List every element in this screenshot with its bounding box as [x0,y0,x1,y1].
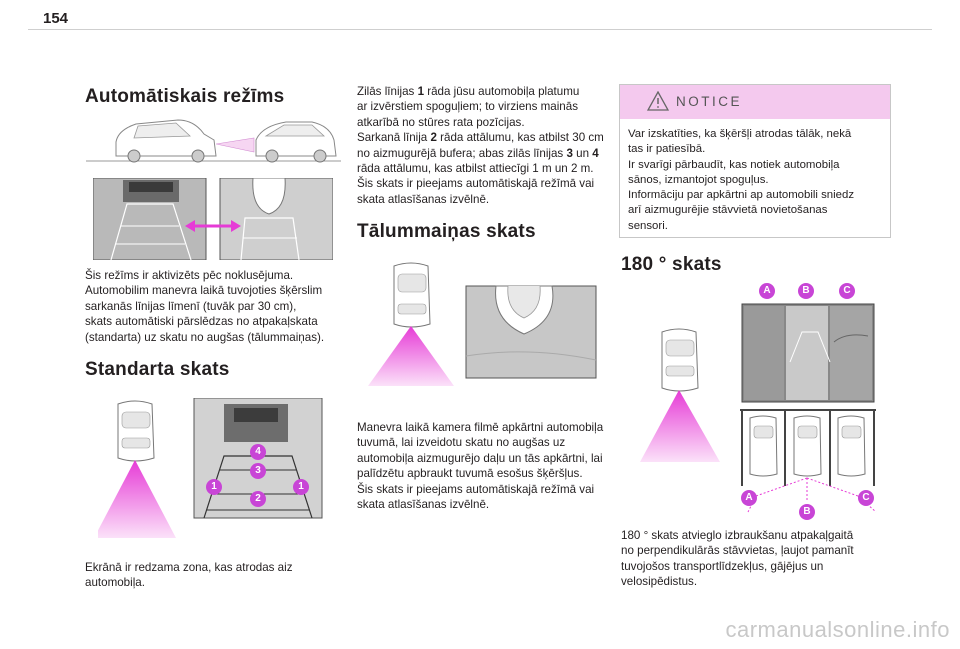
heading-automatic-mode: Automātiskais režīms [85,86,285,107]
lines-text-line: Zilās līnijas 1 rāda jūsu automobiļa pla… [357,84,619,99]
lines-text-bold: 4 [592,146,599,160]
lines-text-line: Sarkanā līnija 2 rāda attālumu, kas atbi… [357,130,619,145]
lines-text-pre: Zilās līnijas [357,85,418,98]
lines-text-pre: Šis skats ir pieejams automātiskajā režī… [357,177,595,191]
zoom-text-line: automobiļa aizmugurējo daļu un tās apkār… [357,451,603,465]
view-180-text-line: no perpendikulārās stāvvietas, ļaujot pa… [621,544,854,558]
heading-180-view: 180 ° skats [621,254,722,275]
view-180-illustration [640,303,877,513]
notice-text-line: Ir svarīgi pārbaudīt, kas notiek automob… [628,158,840,171]
badge-3: 3 [250,463,266,479]
view-180-text-line: tuvojošos transportlīdzekļus, gājējus un [621,559,824,573]
cars-approach-illustration [86,119,341,163]
notice-text-line: Informāciju par apkārtni ap automobili s… [628,189,855,202]
lines-text-bold: 1 [417,85,425,98]
badge-c-bottom: C [858,490,874,506]
view-180-text: 180 ° skats atvieglo izbraukšanu atpakaļ… [621,528,891,590]
view-180-text-line: velosipēdistus. [621,575,698,589]
badge-a-top: A [759,283,775,299]
auto-text-line: Automobilim manevra laikā tuvojoties šķē… [85,284,323,298]
notice-title: NOTICE [676,94,743,109]
auto-text-line: Šis režīms ir aktivizēts pēc noklusējuma… [85,269,294,282]
lines-text-line: Šis skats ir pieejams automātiskajā režī… [357,176,619,191]
view-180-text-line: 180 ° skats atvieglo izbraukšanu atpakaļ… [621,529,854,542]
notice-box: NOTICE Var izskatīties, ka šķēršļi atrod… [619,84,891,238]
lines-text-pre: no aizmugurējā bufera; abas zilās līnija… [357,146,567,160]
auto-text-line: (standarta) uz skatu no augšas (tālummai… [85,330,325,344]
notice-header: NOTICE [620,85,890,119]
notice-text-line: tas ir patiesībā. [628,143,706,156]
badge-c-top: C [839,283,855,299]
lines-text-line: rāda attālumu, kas atbilst attiecīgi 1 m… [357,161,619,176]
page-number: 154 [43,10,69,27]
zoom-view-text: Manevra laikā kamera filmē apkārtni auto… [357,420,619,512]
lines-text-bold: 2 [430,131,437,145]
auto-mode-text: Šis režīms ir aktivizēts pēc noklusējuma… [85,268,345,345]
notice-text-line: sānos, izmantojot spoguļus. [628,173,769,186]
lines-text-pre: rāda attālumu, kas atbilst attiecīgi 1 m… [357,162,594,176]
badge-b-bottom: B [799,504,815,520]
heading-standard-view: Standarta skats [85,359,230,380]
standard-view-text: Ekrānā ir redzama zona, kas atrodas aiz … [85,560,345,591]
auto-text-line: sarkanās līnijas līmenī (tuvāk par 30 cm… [85,299,297,313]
auto-mode-screens [93,178,333,260]
zoom-view-illustration [368,262,597,386]
warning-icon [647,91,669,111]
standard-text-line: automobiļa. [85,576,145,590]
zoom-text-line: Manevra laikā kamera filmē apkārtni auto… [357,421,604,434]
badge-4: 4 [250,444,266,460]
lines-text-post: rāda jūsu automobiļa platumu [424,85,580,98]
badge-2: 2 [250,491,266,507]
badge-1-left: 1 [206,479,222,495]
top-rule [28,29,932,30]
badge-a-bottom: A [741,490,757,506]
lines-text-post: rāda attālumu, kas atbilst 30 cm [436,131,604,145]
zoom-text-line: palīdzētu apbraukt tuvumā esošus šķēršļu… [357,467,583,481]
lines-text-line: no aizmugurējā bufera; abas zilās līnija… [357,146,619,161]
lines-text-line: atkarībā no stūres rata pozīcijas. [357,115,619,130]
lines-text-pre: skata atlasīšanas izvēlnē. [357,192,490,206]
heading-zoom-view: Tālummaiņas skats [357,221,536,242]
lines-text-pre: Sarkanā līnija [357,131,431,145]
lines-text-bold: 3 [566,146,573,160]
zoom-text-line: tuvumā, lai izveidotu skatu no augšas uz [357,436,566,450]
lines-text-line: skata atlasīšanas izvēlnē. [357,192,619,207]
badge-b-top: B [798,283,814,299]
watermark: carmanualsonline.info [725,617,950,642]
lines-text-post: un [572,146,593,160]
guide-lines-text: Zilās līnijas 1 rāda jūsu automobiļa pla… [357,84,619,207]
lines-text-pre: ar izvērstiem spoguļiem; to virziens mai… [357,100,579,114]
standard-text-line: Ekrānā ir redzama zona, kas atrodas aiz [85,561,293,574]
lines-text-pre: atkarībā no stūres rata pozīcijas. [357,115,525,129]
notice-text-line: Var izskatīties, ka šķēršļi atrodas tālā… [628,128,852,140]
notice-text-line: sensori. [628,219,668,232]
lines-text-line: ar izvērstiem spoguļiem; to virziens mai… [357,99,619,114]
notice-text-line: arī aizmugurējie stāvvietā novietošanas [628,204,828,217]
zoom-text-line: Šis skats ir pieejams automātiskajā režī… [357,482,595,496]
zoom-text-line: skata atlasīšanas izvēlnē. [357,498,490,512]
badge-1-right: 1 [293,479,309,495]
notice-text: Var izskatīties, ka šķēršļi atrodas tālā… [628,127,886,234]
standard-view-illustration [98,398,323,538]
auto-text-line: skats automātiski pārslēdzas no atpakaļs… [85,315,318,329]
